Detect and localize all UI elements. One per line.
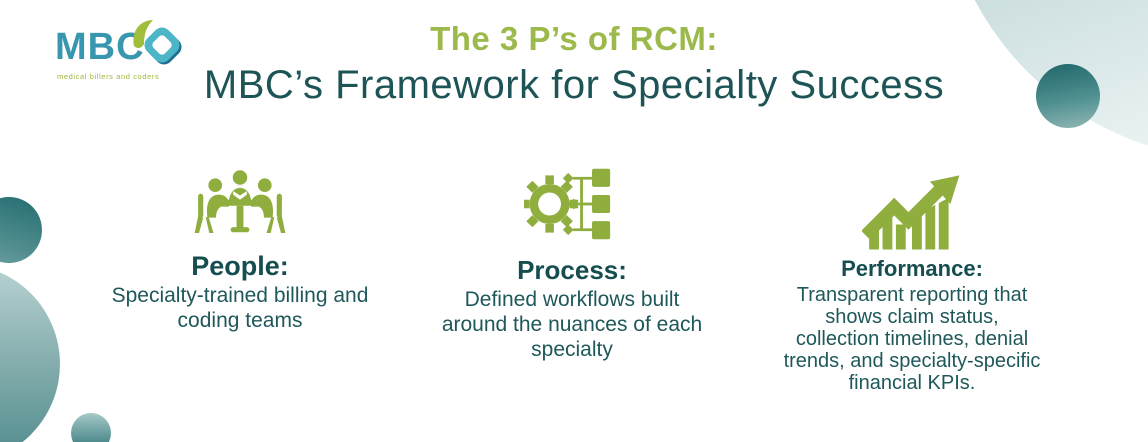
column-people: People: Specialty-trained billing and co… — [85, 163, 395, 333]
growth-chart-icon — [758, 172, 1066, 252]
decor-circle-small-bottom-left — [71, 413, 111, 442]
title-line1: The 3 P’s of RCM: — [430, 20, 718, 57]
performance-body: Transparent reporting that shows claim s… — [783, 284, 1041, 394]
column-process: Process: Defined workflows built around … — [417, 161, 727, 362]
people-meeting-icon — [85, 163, 395, 245]
decor-circle-medium-left — [0, 197, 42, 263]
performance-heading: Performance: — [841, 256, 983, 281]
column-performance: Performance: Transparent reporting that … — [758, 172, 1066, 394]
people-heading: People: — [191, 251, 289, 281]
process-body: Defined workflows built around the nuanc… — [441, 288, 703, 361]
mbc-logo: MBC medical billers and coders — [55, 20, 215, 88]
process-heading: Process: — [517, 255, 627, 285]
mbc-logo-text: MBC — [55, 26, 145, 68]
mbc-logo-diamond-icon — [131, 18, 183, 79]
title-line2: MBC’s Framework for Specialty Success — [203, 63, 945, 107]
people-body: Specialty-trained billing and coding tea… — [111, 284, 369, 332]
decor-circle-large-left — [0, 264, 60, 442]
gear-workflow-icon — [417, 161, 727, 247]
page-title: The 3 P’s of RCM: MBC’s Framework for Sp… — [0, 20, 1148, 108]
mbc-logo-tagline: medical billers and coders — [57, 72, 160, 81]
decor-circle-dark-top-right — [1036, 64, 1100, 128]
